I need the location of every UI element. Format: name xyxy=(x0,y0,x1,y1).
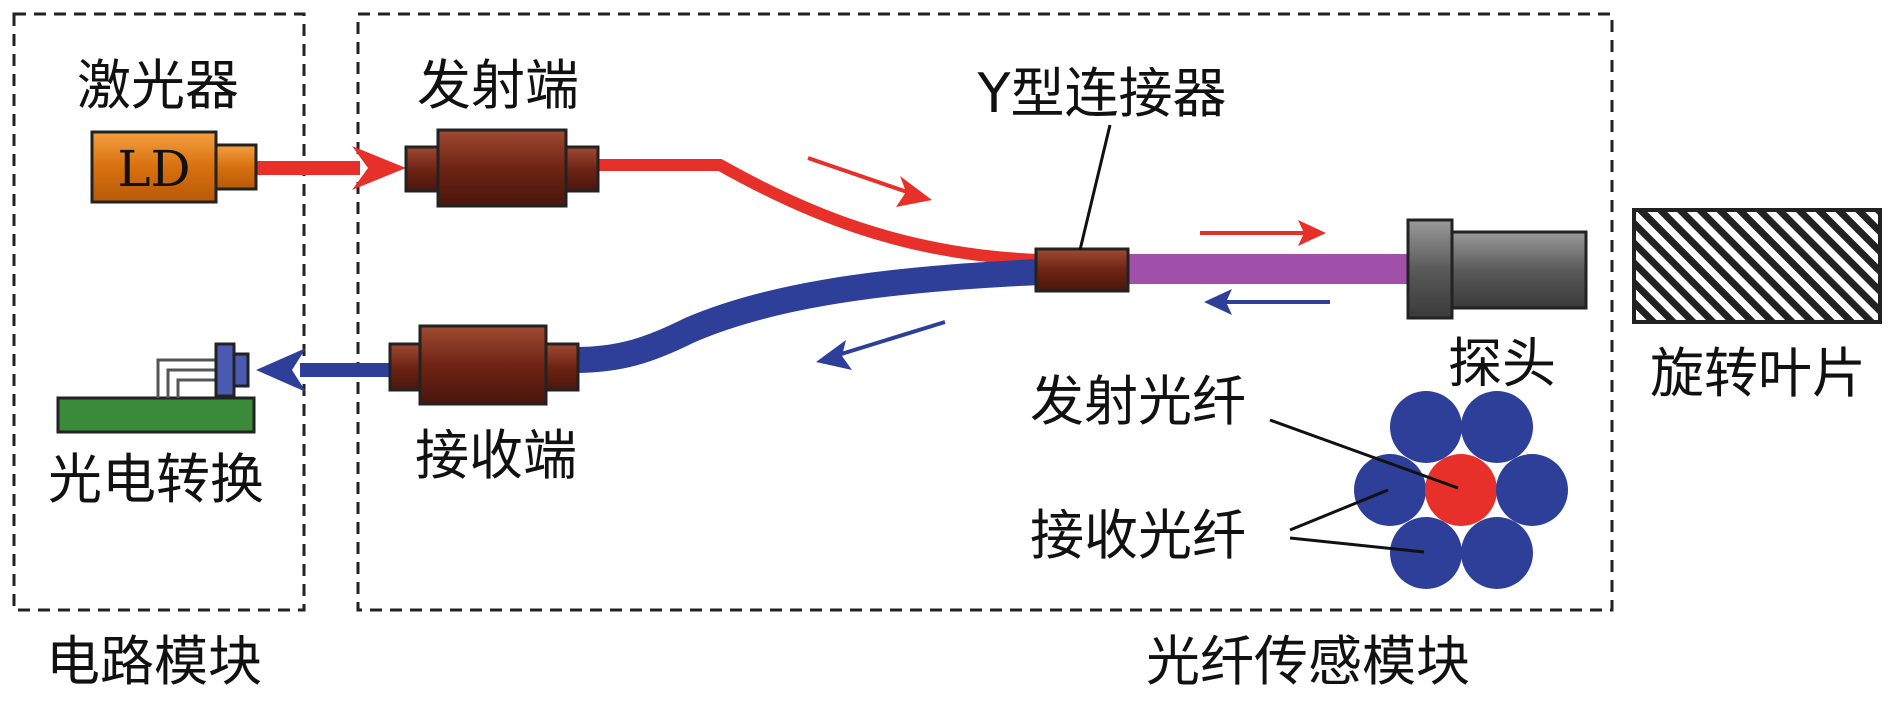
transmit-fiber-label: 发射光纤 xyxy=(1030,370,1246,433)
photoelectric-label: 光电转换 xyxy=(48,448,264,511)
receive-fiber-circle xyxy=(1461,517,1533,589)
receive-direction-arrow-2 xyxy=(1204,289,1330,315)
y-connector-leader xyxy=(1078,124,1112,251)
transmitter-connector xyxy=(404,128,600,208)
transmit-fiber-circle xyxy=(1425,454,1497,526)
fiber-sensing-module-box xyxy=(356,12,1614,612)
receive-fiber-circle xyxy=(1461,391,1533,463)
ld-label: LD xyxy=(117,140,190,198)
receiver-label: 接收端 xyxy=(415,424,577,487)
receive-fiber-path xyxy=(574,259,1041,373)
probe xyxy=(1406,218,1588,320)
fiber-sensing-module-label: 光纤传感模块 xyxy=(1146,630,1470,693)
fiber-bundle-cross-section xyxy=(1354,391,1568,589)
receive-fiber-leader-1 xyxy=(1289,488,1389,532)
laser-ld: LD xyxy=(90,130,258,204)
receive-direction-arrow-1 xyxy=(816,320,946,370)
y-connector-label: Y型连接器 xyxy=(977,62,1227,125)
transmit-direction-arrow-1 xyxy=(807,156,932,207)
receive-fiber-leader-2 xyxy=(1289,536,1425,554)
receive-fiber-circle xyxy=(1496,454,1568,526)
rotating-blade xyxy=(1632,208,1882,324)
receive-fiber-circle xyxy=(1390,391,1462,463)
transmit-direction-arrow-2 xyxy=(1200,220,1326,246)
receiver-connector xyxy=(388,324,580,406)
receive-fiber-label: 接收光纤 xyxy=(1030,504,1246,567)
circuit-module-box xyxy=(12,12,306,612)
receive-fiber-circle xyxy=(1354,454,1426,526)
transmit-fiber-leader xyxy=(1269,418,1459,490)
transmit-fiber-path xyxy=(598,159,1041,266)
laser-label: 激光器 xyxy=(77,54,239,117)
circuit-module-label: 电路模块 xyxy=(46,630,262,693)
receive-beam-arrow xyxy=(256,348,306,392)
combined-fiber xyxy=(1128,254,1408,284)
y-connector-body xyxy=(1034,247,1130,293)
receive-fiber-circle xyxy=(1390,517,1462,589)
probe-label: 探头 xyxy=(1448,332,1556,395)
transmitter-label: 发射端 xyxy=(417,54,579,117)
photoelectric-converter xyxy=(56,342,256,434)
rotating-blade-label: 旋转叶片 xyxy=(1650,342,1866,405)
laser-beam-arrow xyxy=(352,146,406,190)
